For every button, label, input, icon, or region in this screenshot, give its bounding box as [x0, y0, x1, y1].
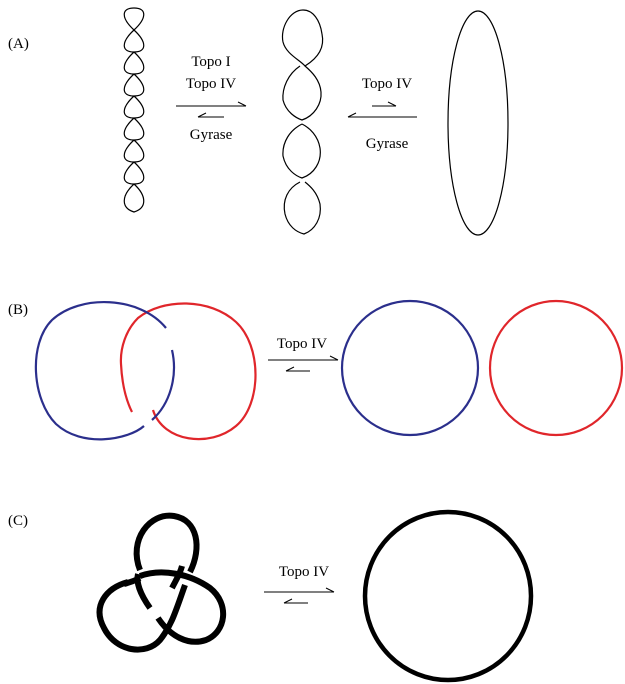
reaction-arrow-b	[268, 355, 339, 372]
catenane-red-ring	[119, 302, 257, 441]
arrow-c-enzyme: Topo IV	[279, 564, 329, 580]
arrow-1-forward-enzyme-1: Topo I	[191, 54, 230, 70]
panel-c: (C) Topo IV	[8, 509, 534, 683]
supercoiled-dna	[123, 7, 145, 213]
reaction-arrow-c	[264, 587, 335, 604]
separated-red-ring	[488, 299, 624, 437]
trefoil-knot	[96, 512, 227, 653]
catenane-blue-ring	[34, 301, 176, 441]
arrow-b-enzyme: Topo IV	[277, 336, 327, 352]
unknotted-circle	[362, 509, 534, 683]
partially-relaxed-dna	[281, 9, 324, 235]
catenated-rings	[34, 301, 257, 441]
arrow-2-reverse-enzyme: Gyrase	[366, 136, 409, 152]
panel-a: (A) Topo I Topo IV Gyrase	[8, 7, 509, 236]
arrow-1-reverse-enzyme: Gyrase	[190, 127, 233, 143]
panel-a-label: (A)	[8, 36, 29, 52]
panel-b: (B) Topo IV	[8, 299, 624, 441]
relaxed-dna-ellipse	[447, 10, 509, 236]
separated-blue-ring	[340, 299, 480, 437]
arrow-1-forward-enzyme-2: Topo IV	[186, 76, 236, 92]
panel-c-label: (C)	[8, 513, 28, 529]
reaction-arrow-1	[176, 101, 247, 118]
arrow-2-forward-enzyme: Topo IV	[362, 76, 412, 92]
reaction-arrow-2	[347, 101, 417, 118]
panel-b-label: (B)	[8, 302, 28, 318]
